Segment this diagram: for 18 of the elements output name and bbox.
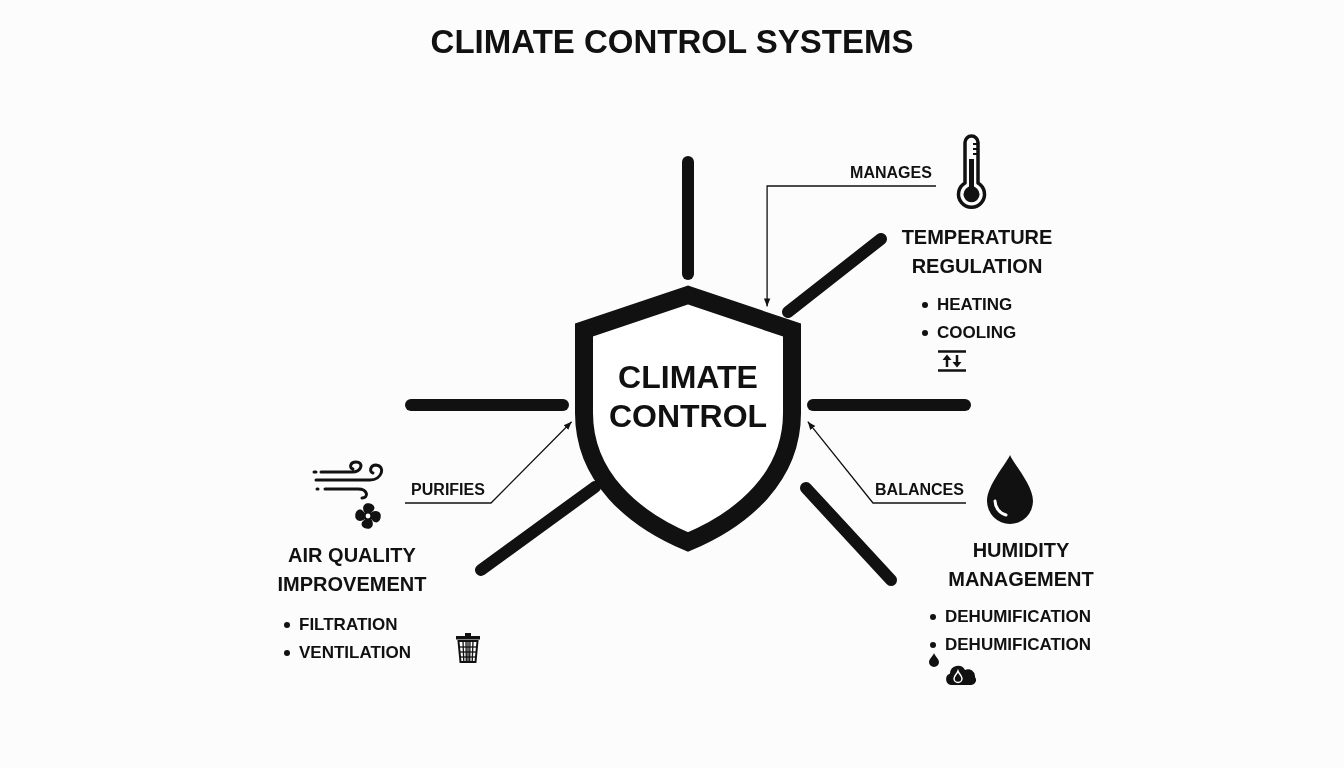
list-item: DEHUMIFICATION (945, 634, 1092, 656)
diagram-title: CLIMATE CONTROL SYSTEMS (430, 22, 914, 62)
callout-label: BALANCES (873, 479, 966, 501)
callout-label: MANAGES (846, 162, 936, 184)
list-item: VENTILATION (299, 642, 412, 664)
shield-label: CLIMATE CONTROL (607, 358, 769, 436)
leader-arrow (763, 185, 937, 308)
section-heading: TEMPERATURE REGULATION (900, 225, 1054, 279)
section-heading: AIR QUALITY IMPROVEMENT (276, 543, 428, 597)
callout-label: PURIFIES (405, 479, 491, 501)
list-item: HEATING (937, 294, 1013, 316)
leader-arrow (404, 421, 573, 504)
leader-arrow (807, 421, 967, 504)
list-item: COOLING (937, 322, 1017, 344)
list-item: FILTRATION (299, 614, 398, 636)
section-heading: HUMIDITY MANAGEMENT (947, 538, 1095, 592)
shield (575, 285, 801, 553)
list-item: DEHUMIFICATION (945, 606, 1092, 628)
